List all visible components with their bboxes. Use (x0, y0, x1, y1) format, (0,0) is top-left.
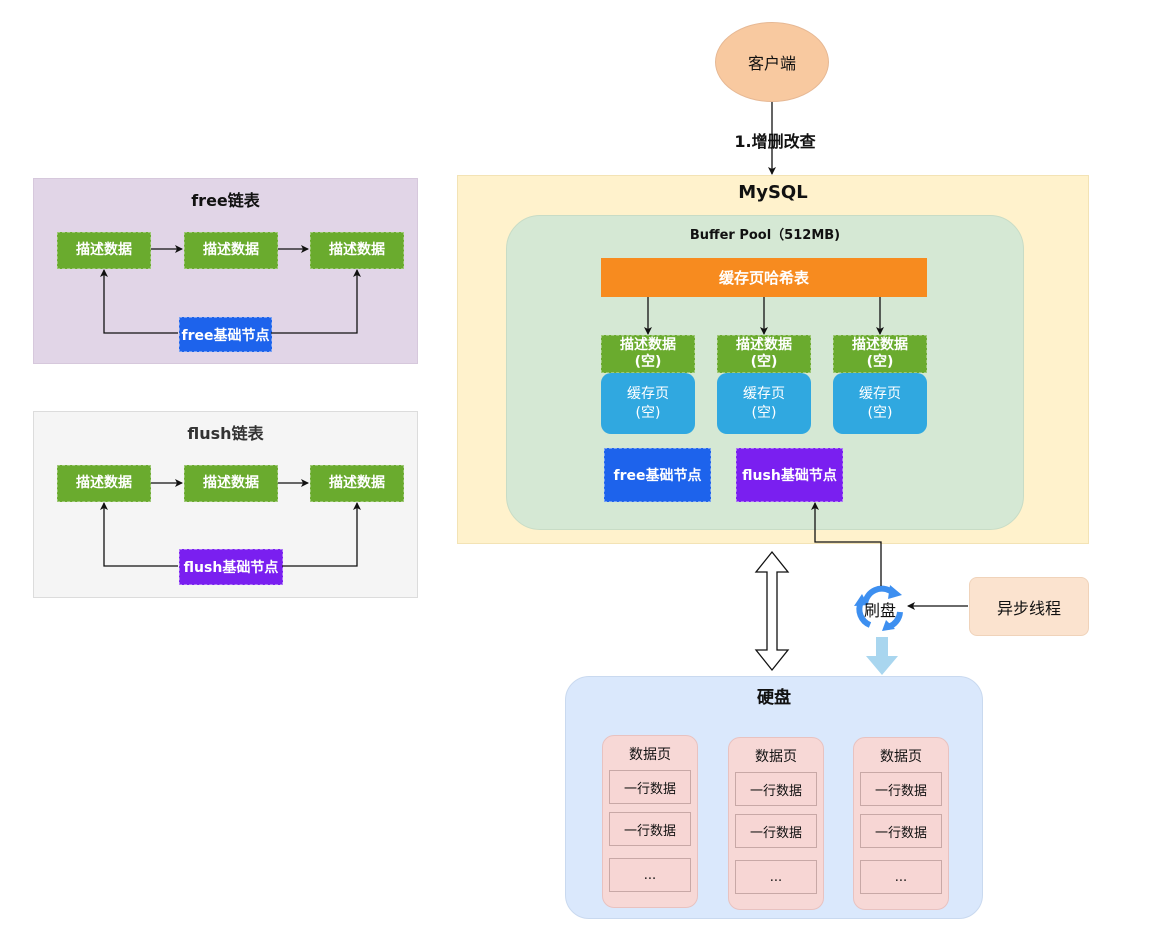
mysql-container: MySQL Buffer Pool（512MB) 缓存页哈希表 描述数据 (空)… (457, 175, 1089, 544)
data-row: ... (735, 860, 817, 894)
client-node: 客户端 (715, 22, 829, 102)
flush-disk-node: 刷盘 (852, 584, 910, 632)
free-list-title: free链表 (191, 191, 260, 210)
data-page-1: 数据页 一行数据 一行数据 ... (602, 735, 698, 908)
cache-page-line1: 缓存页 (627, 385, 669, 402)
cache-page-line2: (空) (751, 404, 777, 421)
flush-list-title: flush链表 (187, 424, 264, 443)
data-row: 一行数据 (860, 772, 942, 806)
flush-list-node-2: 描述数据 (184, 465, 278, 502)
flush-list-node-3: 描述数据 (310, 465, 404, 502)
descriptor-line2: (空) (750, 354, 778, 370)
data-page-title: 数据页 (755, 749, 797, 765)
flush-disk-label: 刷盘 (864, 601, 897, 620)
free-list-panel: free链表 描述数据 描述数据 描述数据 free基础节点 (33, 178, 418, 364)
free-list-node-3: 描述数据 (310, 232, 404, 269)
cache-page-empty-3: 缓存页 (空) (833, 373, 927, 434)
async-thread-node: 异步线程 (969, 577, 1089, 636)
descriptor-empty-1: 描述数据 (空) (601, 335, 695, 373)
data-page-2: 数据页 一行数据 一行数据 ... (728, 737, 824, 910)
cache-page-line2: (空) (635, 404, 661, 421)
buffer-pool-container: Buffer Pool（512MB) 缓存页哈希表 描述数据 (空) 描述数据 … (506, 215, 1024, 530)
client-label: 客户端 (747, 54, 796, 73)
cache-page-line2: (空) (867, 404, 893, 421)
cache-page-empty-2: 缓存页 (空) (717, 373, 811, 434)
hash-table-label: 缓存页哈希表 (718, 269, 809, 287)
free-list-node-1: 描述数据 (57, 232, 151, 269)
buffer-pool-free-base-node: free基础节点 (604, 448, 711, 502)
data-row: 一行数据 (609, 770, 691, 804)
refresh-cycle-icon (854, 585, 903, 631)
descriptor-line1: 描述数据 (736, 337, 792, 354)
buffer-pool-flush-base-node: flush基础节点 (736, 448, 843, 502)
cache-page-empty-1: 缓存页 (空) (601, 373, 695, 434)
disk-container: 硬盘 数据页 一行数据 一行数据 ... 数据页 一行数据 一行数据 ... 数… (565, 676, 983, 919)
disk-title: 硬盘 (757, 688, 791, 708)
free-list-node-2: 描述数据 (184, 232, 278, 269)
descriptor-line2: (空) (866, 354, 894, 370)
data-page-title: 数据页 (880, 749, 922, 765)
data-row: 一行数据 (860, 814, 942, 848)
data-row: ... (860, 860, 942, 894)
data-row: 一行数据 (609, 812, 691, 846)
descriptor-empty-2: 描述数据 (空) (717, 335, 811, 373)
descriptor-empty-3: 描述数据 (空) (833, 335, 927, 373)
descriptor-line1: 描述数据 (620, 337, 676, 354)
data-page-3: 数据页 一行数据 一行数据 ... (853, 737, 949, 910)
flush-down-arrow (866, 637, 898, 675)
data-row: 一行数据 (735, 772, 817, 806)
buffer-pool-title: Buffer Pool（512MB) (689, 228, 841, 243)
request-label: 1.增删改查 (720, 128, 830, 151)
cache-page-hash-table: 缓存页哈希表 (601, 258, 927, 297)
flush-list-panel: flush链表 描述数据 描述数据 描述数据 flush基础节点 (33, 411, 418, 598)
data-row: 一行数据 (735, 814, 817, 848)
cache-page-line1: 缓存页 (743, 385, 785, 402)
bidirectional-arrow-mysql-disk (754, 550, 790, 672)
async-thread-label: 异步线程 (996, 598, 1061, 618)
descriptor-line2: (空) (634, 354, 662, 370)
data-page-title: 数据页 (629, 747, 671, 763)
descriptor-line1: 描述数据 (852, 337, 908, 354)
data-row: ... (609, 858, 691, 892)
flush-base-node: flush基础节点 (179, 549, 283, 585)
mysql-title: MySQL (738, 182, 808, 203)
flush-list-node-1: 描述数据 (57, 465, 151, 502)
cache-page-line1: 缓存页 (859, 385, 901, 402)
free-base-node: free基础节点 (179, 317, 272, 352)
